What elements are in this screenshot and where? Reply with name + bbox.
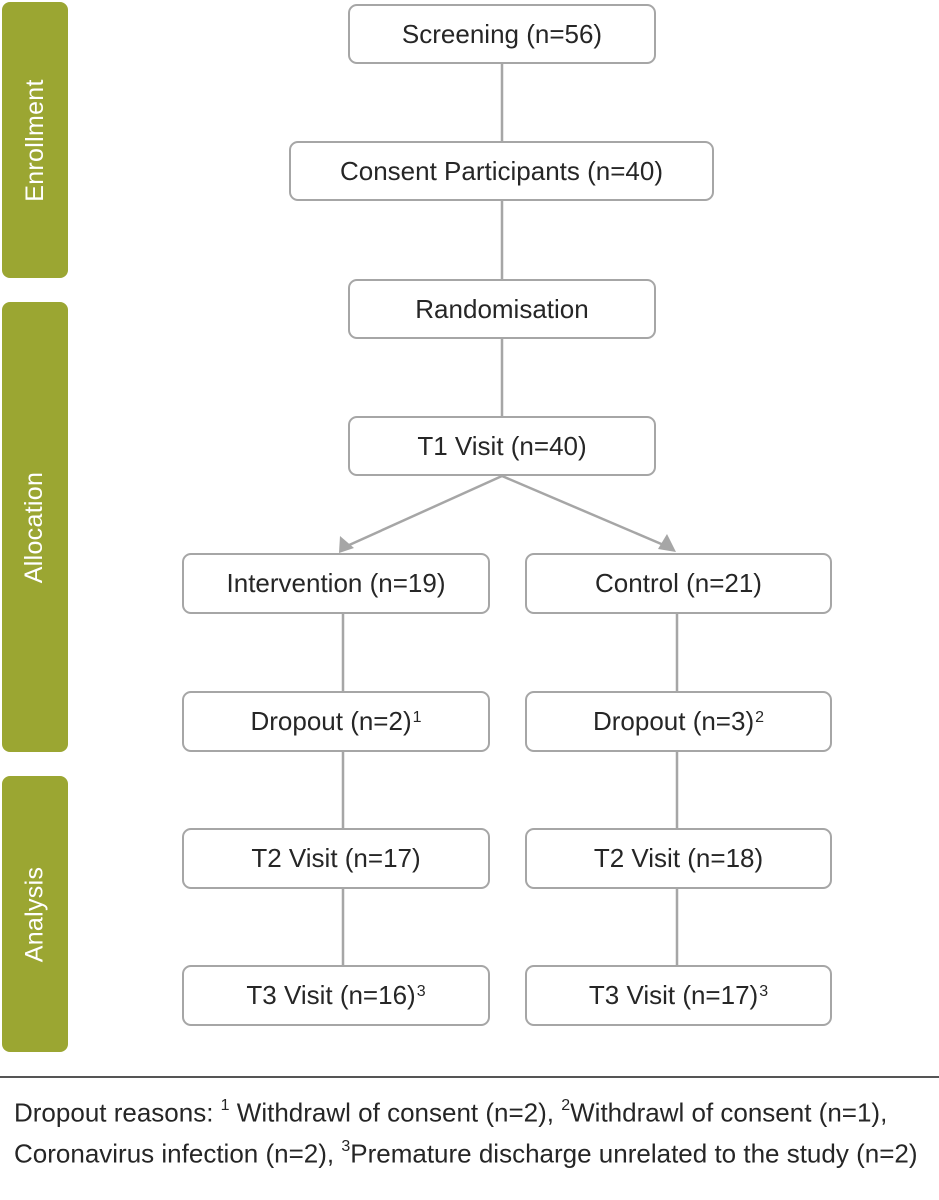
node-t3-control: T3 Visit (n=17)3 (525, 965, 832, 1026)
connector-t1-control (501, 474, 667, 548)
node-t3-intervention-note: 3 (416, 982, 426, 1000)
node-screening-text: Screening (n=56) (401, 18, 603, 49)
phase-bar-enrollment: Enrollment (2, 2, 68, 278)
node-consent-text: Consent Participants (n=40) (339, 155, 663, 186)
node-t3-control-text: T3 Visit (n=17) (588, 980, 759, 1010)
node-randomisation: Randomisation (348, 279, 656, 339)
node-t2-intervention: T2 Visit (n=17) (182, 828, 490, 889)
node-consent: Consent Participants (n=40) (289, 141, 714, 201)
node-intervention: Intervention (n=19) (182, 553, 490, 614)
node-t3-control-note: 3 (759, 982, 769, 1000)
arrowhead-intervention (339, 536, 354, 553)
phase-bar-analysis: Analysis (2, 776, 68, 1052)
node-t2-control-text: T2 Visit (n=18) (593, 843, 764, 873)
node-intervention-text: Intervention (n=19) (226, 568, 446, 598)
node-control: Control (n=21) (525, 553, 832, 614)
footnote-dropout-reasons: Dropout reasons: 1 Withdrawl of consent … (14, 1090, 930, 1171)
node-dropout-control: Dropout (n=3)2 (525, 691, 832, 752)
node-t2-intervention-text: T2 Visit (n=17) (251, 843, 421, 873)
footnote-text-1: Withdrawl of consent (n=2), (229, 1097, 562, 1128)
node-t1-visit: T1 Visit (n=40) (348, 416, 656, 476)
arrowhead-control (658, 534, 676, 552)
footnote-mark-1: 1 (220, 1097, 230, 1114)
node-t2-control: T2 Visit (n=18) (525, 828, 832, 889)
node-dropout-control-note: 2 (755, 708, 765, 726)
footnote-prefix: Dropout reasons: (14, 1097, 221, 1128)
footnote-divider (0, 1076, 939, 1078)
node-t1-visit-text: T1 Visit (n=40) (417, 430, 587, 461)
node-dropout-intervention: Dropout (n=2)1 (182, 691, 490, 752)
node-t3-intervention-text: T3 Visit (n=16) (246, 980, 416, 1010)
flow-connectors (339, 63, 679, 966)
node-t3-intervention: T3 Visit (n=16)3 (182, 965, 490, 1026)
footnote-text-2: Withdrawl of consent (n=1), Coronavirus … (14, 1097, 888, 1169)
node-screening: Screening (n=56) (348, 4, 656, 64)
phase-bar-allocation: Allocation (2, 302, 68, 752)
footnote-mark-3: 3 (341, 1137, 351, 1155)
node-randomisation-text: Randomisation (415, 293, 589, 324)
footnote-text-3: Premature discharge unrelated to the stu… (350, 1138, 918, 1169)
connector-t1-intervention (346, 474, 503, 548)
node-dropout-intervention-note: 1 (412, 708, 422, 726)
node-dropout-intervention-text: Dropout (n=2) (250, 706, 412, 736)
node-dropout-control-text: Dropout (n=3) (592, 706, 755, 736)
node-control-text: Control (n=21) (595, 568, 762, 598)
footnote-mark-2: 2 (561, 1097, 571, 1114)
